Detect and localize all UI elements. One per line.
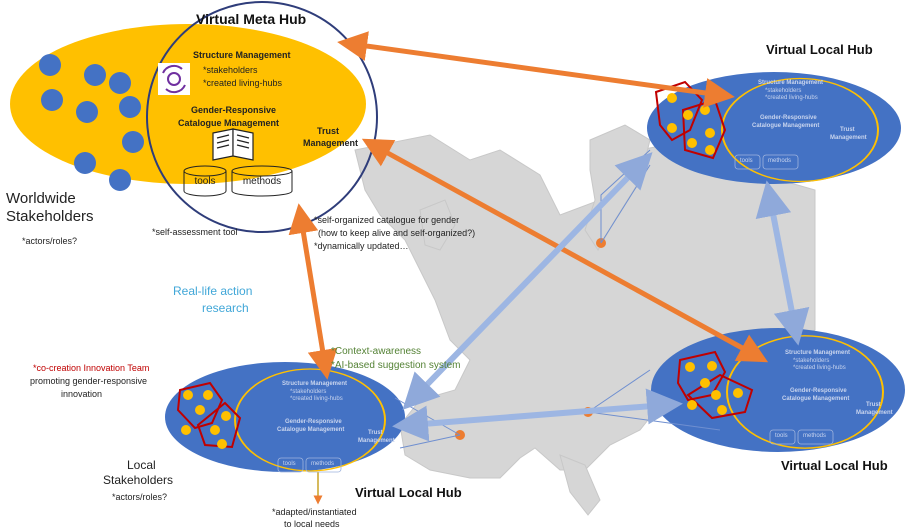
lh2-catalogue-2: Catalogue Management [782, 396, 850, 402]
lh1-methods: methods [768, 158, 792, 164]
lh2-methods: methods [803, 433, 827, 439]
lh1-item-1: *stakeholders [765, 88, 802, 94]
structure-management-title: Structure Management [193, 50, 291, 60]
catalogue-title-line1: Gender-Responsive [191, 105, 277, 115]
cocreation-promoting: promoting gender-responsive [30, 376, 148, 386]
local-hub-bottom-left [165, 362, 405, 472]
catalogue-title-line2: Catalogue Management [178, 118, 280, 128]
local-stakeholders-roles: *actors/roles? [112, 492, 168, 502]
lh3-trust-1: Trust [368, 430, 383, 436]
worldwide-stakeholder-dots [39, 54, 144, 191]
trust-title-line2: Management [303, 138, 359, 148]
lh3-tools: tools [283, 461, 296, 467]
meta-hub-title: Virtual Meta Hub [196, 11, 307, 27]
lh3-methods: methods [311, 461, 335, 467]
lh3-trust-2: Management [358, 438, 395, 444]
lh1-trust-2: Management [830, 135, 867, 141]
blue-arrows [392, 152, 810, 442]
lh1-catalogue-1: Gender-Responsive [760, 115, 817, 121]
adapted-note-2: to local needs [284, 519, 340, 529]
cocreation-team: *co-creation Innovation Team [33, 363, 150, 373]
lh1-trust-1: Trust [840, 127, 855, 133]
structure-item-living-hubs: *created living-hubs [203, 78, 283, 88]
structure-item-stakeholders: *stakeholders [203, 65, 258, 75]
lh2-structure: Structure Management [785, 350, 851, 356]
lh3-item-1: *stakeholders [290, 389, 327, 395]
local-hub-title-bottom-right: Virtual Local Hub [781, 458, 888, 473]
lh3-structure: Structure Management [282, 381, 348, 387]
structure-icon-box [158, 63, 190, 95]
europe-map [354, 124, 816, 516]
lh2-catalogue-1: Gender-Responsive [790, 388, 847, 394]
catalogue-note-2: (how to keep alive and self-organized?) [318, 228, 476, 238]
lh1-tools: tools [740, 158, 753, 164]
catalogue-note-3: *dynamically updated… [314, 241, 409, 251]
lh2-item-2: *created living-hubs [793, 365, 846, 371]
book-icon [212, 128, 254, 161]
adapted-note-1: *adapted/instantiated [272, 507, 357, 517]
tools-cylinder [183, 165, 227, 197]
local-stakeholders-line1: Local [127, 458, 156, 472]
tools-label: tools [194, 176, 216, 187]
lh3-item-2: *created living-hubs [290, 396, 343, 402]
worldwide-line1: Worldwide [6, 190, 76, 207]
cocreation-innovation: innovation [61, 389, 103, 399]
lh2-trust-1: Trust [866, 402, 881, 408]
lh1-structure: Structure Management [758, 80, 824, 86]
ai-suggestion-note: *AI-based suggestion system [331, 360, 461, 371]
local-hub-cylinders [277, 154, 834, 473]
context-awareness-note: *Context-awareness [331, 346, 422, 357]
trust-title-line1: Trust [317, 126, 340, 136]
methods-cylinder [231, 165, 293, 197]
lh2-tools: tools [775, 433, 788, 439]
meta-hub-ellipse [10, 24, 366, 184]
lh2-item-1: *stakeholders [793, 358, 830, 364]
lh3-catalogue-2: Catalogue Management [277, 427, 345, 433]
catalogue-note-1: *self-organized catalogue for gender [314, 215, 460, 225]
worldwide-line2: Stakeholders [6, 208, 94, 225]
lh2-trust-2: Management [856, 410, 893, 416]
lh1-item-2: *created living-hubs [765, 95, 818, 101]
research-line2: research [202, 301, 249, 315]
methods-label: methods [242, 176, 282, 187]
lh1-catalogue-2: Catalogue Management [752, 123, 820, 129]
local-hub-title-top: Virtual Local Hub [766, 42, 873, 57]
local-hub-title-bottom-left: Virtual Local Hub [355, 485, 462, 500]
gear-cycle-icon [162, 64, 186, 94]
lh3-catalogue-1: Gender-Responsive [285, 419, 342, 425]
research-line1: Real-life action [173, 284, 253, 298]
self-assessment-note: *self-assessment tool [152, 227, 238, 237]
local-stakeholders-line2: Stakeholders [103, 473, 174, 487]
meta-hub-ring [146, 1, 378, 233]
worldwide-roles: *actors/roles? [22, 236, 78, 246]
